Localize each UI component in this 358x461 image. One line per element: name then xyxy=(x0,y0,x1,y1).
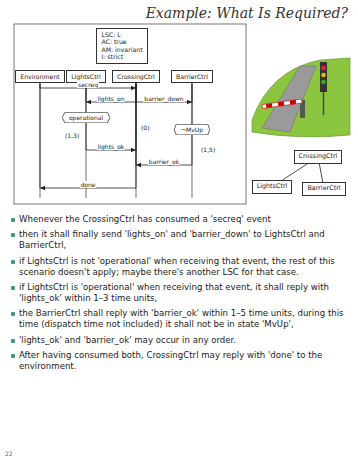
arrow-head xyxy=(40,186,45,190)
connector xyxy=(319,164,322,182)
connector-line xyxy=(319,164,322,182)
lifelines xyxy=(40,83,192,198)
node-text: AM: invariant xyxy=(101,46,142,53)
hexagon-shape xyxy=(62,112,110,123)
connector xyxy=(136,83,192,104)
condition-hexagon: ¬MvUp xyxy=(174,124,210,135)
bullet-item: then it shall finally send 'lights_on' a… xyxy=(10,229,348,251)
message-label: lights_ok xyxy=(97,143,126,150)
arrow-head xyxy=(136,163,141,167)
bullet-item: After having consumed both, CrossingCtrl… xyxy=(10,350,348,372)
node-text: Environment xyxy=(20,73,60,80)
bullet-marker xyxy=(11,339,15,343)
bullet-marker xyxy=(11,354,15,358)
condition-hexagon: operational xyxy=(62,112,110,123)
crossing-illustration xyxy=(252,58,350,137)
node-text: CrossingCtrl xyxy=(299,153,338,161)
node-text: LSC: L xyxy=(101,31,142,38)
node-text: BarrierCtrl xyxy=(176,73,208,80)
connector-line xyxy=(282,164,307,180)
bullet-marker xyxy=(11,260,15,264)
node-text: LightsCtrl xyxy=(71,73,101,80)
bullet-text: if LightsCtrl is not 'operational' when … xyxy=(19,256,335,277)
node-text: CrossingCtrl xyxy=(117,73,155,80)
timing-annotation: (1,5) xyxy=(200,146,216,153)
message-label: lights_on xyxy=(97,95,126,102)
arrow-head xyxy=(86,100,91,104)
bullet-marker xyxy=(11,218,15,222)
node-text: AC: true xyxy=(101,38,142,45)
arrow-head xyxy=(131,148,136,152)
instance-box: BarrierCtrl xyxy=(171,70,213,83)
node-text: operational xyxy=(69,114,103,121)
bullet-text: 'lights_ok' and 'barrier_ok' may occur i… xyxy=(19,335,236,345)
instance-box: LightsCtrl xyxy=(252,180,293,194)
instance-box: CrossingCtrl xyxy=(294,150,343,164)
connector xyxy=(40,83,136,190)
node-text: BarrierCtrl xyxy=(307,185,340,193)
bullet-text: After having consumed both, CrossingCtrl… xyxy=(19,350,322,371)
bullet-text: the BarrierCtrl shall reply with 'barrie… xyxy=(19,308,344,329)
bullet-marker xyxy=(11,286,15,290)
bullet-item: if LightsCtrl is 'operational' when rece… xyxy=(10,282,348,304)
page-number: 22 xyxy=(4,450,14,457)
timing-annotation: (1,3) xyxy=(64,132,80,139)
connector-line xyxy=(40,83,136,188)
instance-box: CrossingCtrl xyxy=(112,70,160,83)
node-text: I: strict xyxy=(101,53,142,60)
bullet-marker xyxy=(11,233,15,237)
bullet-item: if LightsCtrl is not 'operational' when … xyxy=(10,256,348,278)
instance-box: Environment xyxy=(15,70,65,83)
arrow-head xyxy=(131,86,136,90)
lsc-frame xyxy=(14,24,246,204)
slide-title: Example: What Is Required? xyxy=(146,5,348,21)
node-text: ¬MvUp xyxy=(181,126,203,133)
instance-box: BarrierCtrl xyxy=(302,182,345,196)
bullet-list: Whenever the CrossingCtrl has consumed a… xyxy=(10,214,348,376)
connector xyxy=(282,164,307,180)
message-label: done xyxy=(80,181,97,188)
bullet-marker xyxy=(11,312,15,316)
message-label: barrier_ok xyxy=(148,158,180,165)
bullet-item: Whenever the CrossingCtrl has consumed a… xyxy=(10,214,348,225)
timing-annotation: (0) xyxy=(140,124,151,131)
lsc-header-box: LSC: LAC: trueAM: invariantI: strict xyxy=(96,28,147,64)
connector-line xyxy=(136,83,192,102)
bullet-text: Whenever the CrossingCtrl has consumed a… xyxy=(19,214,271,224)
arrow-head xyxy=(187,100,192,104)
hexagon-shape xyxy=(174,124,210,135)
message-label: barrier_down xyxy=(143,95,184,102)
bullet-text: if LightsCtrl is 'operational' when rece… xyxy=(19,282,329,303)
message-label: secreq xyxy=(77,81,99,88)
bullet-item: 'lights_ok' and 'barrier_ok' may occur i… xyxy=(10,335,348,346)
node-text: LightsCtrl xyxy=(257,183,288,191)
bullet-item: the BarrierCtrl shall reply with 'barrie… xyxy=(10,308,348,330)
bullet-text: then it shall finally send 'lights_on' a… xyxy=(19,229,325,250)
